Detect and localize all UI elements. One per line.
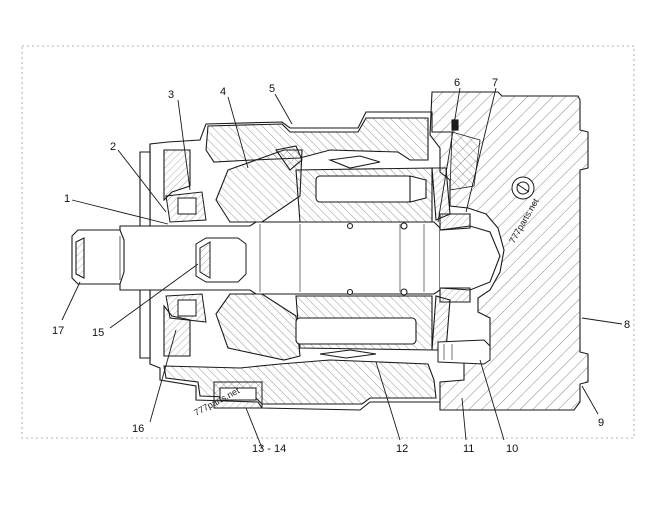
callout-17: 17 (52, 325, 64, 337)
shaft-plug (195, 237, 247, 283)
end-cover (429, 91, 589, 411)
bolt (437, 339, 491, 365)
callout-16: 16 (132, 423, 144, 435)
callout-5: 5 (269, 83, 275, 95)
valve-plate (431, 119, 459, 351)
callout-7: 7 (492, 77, 498, 89)
callout-2: 2 (110, 141, 116, 153)
callout-9: 9 (598, 417, 604, 429)
cylinder-barrel (295, 155, 433, 359)
shaft-coupling (71, 229, 125, 285)
callout-15: 15 (92, 327, 104, 339)
callout-1: 1 (64, 193, 70, 205)
callout-12: 12 (396, 443, 408, 455)
front-bearing (165, 191, 207, 323)
callout-10: 10 (506, 443, 518, 455)
port-plug (511, 176, 535, 200)
swash-plate (215, 145, 303, 361)
drive-shaft (119, 213, 501, 303)
leader-lines (61, 87, 623, 449)
callout-11: 11 (463, 443, 474, 455)
callout-6: 6 (454, 77, 460, 89)
callout-labels: 1 2 3 4 5 6 7 8 9 10 11 12 13 - 14 15 16… (52, 77, 630, 455)
callout-8: 8 (624, 319, 630, 331)
callout-4: 4 (220, 86, 226, 98)
callout-13-14: 13 - 14 (252, 443, 286, 455)
frame-border (21, 45, 635, 439)
callout-3: 3 (168, 89, 174, 101)
plug-part (213, 381, 263, 409)
